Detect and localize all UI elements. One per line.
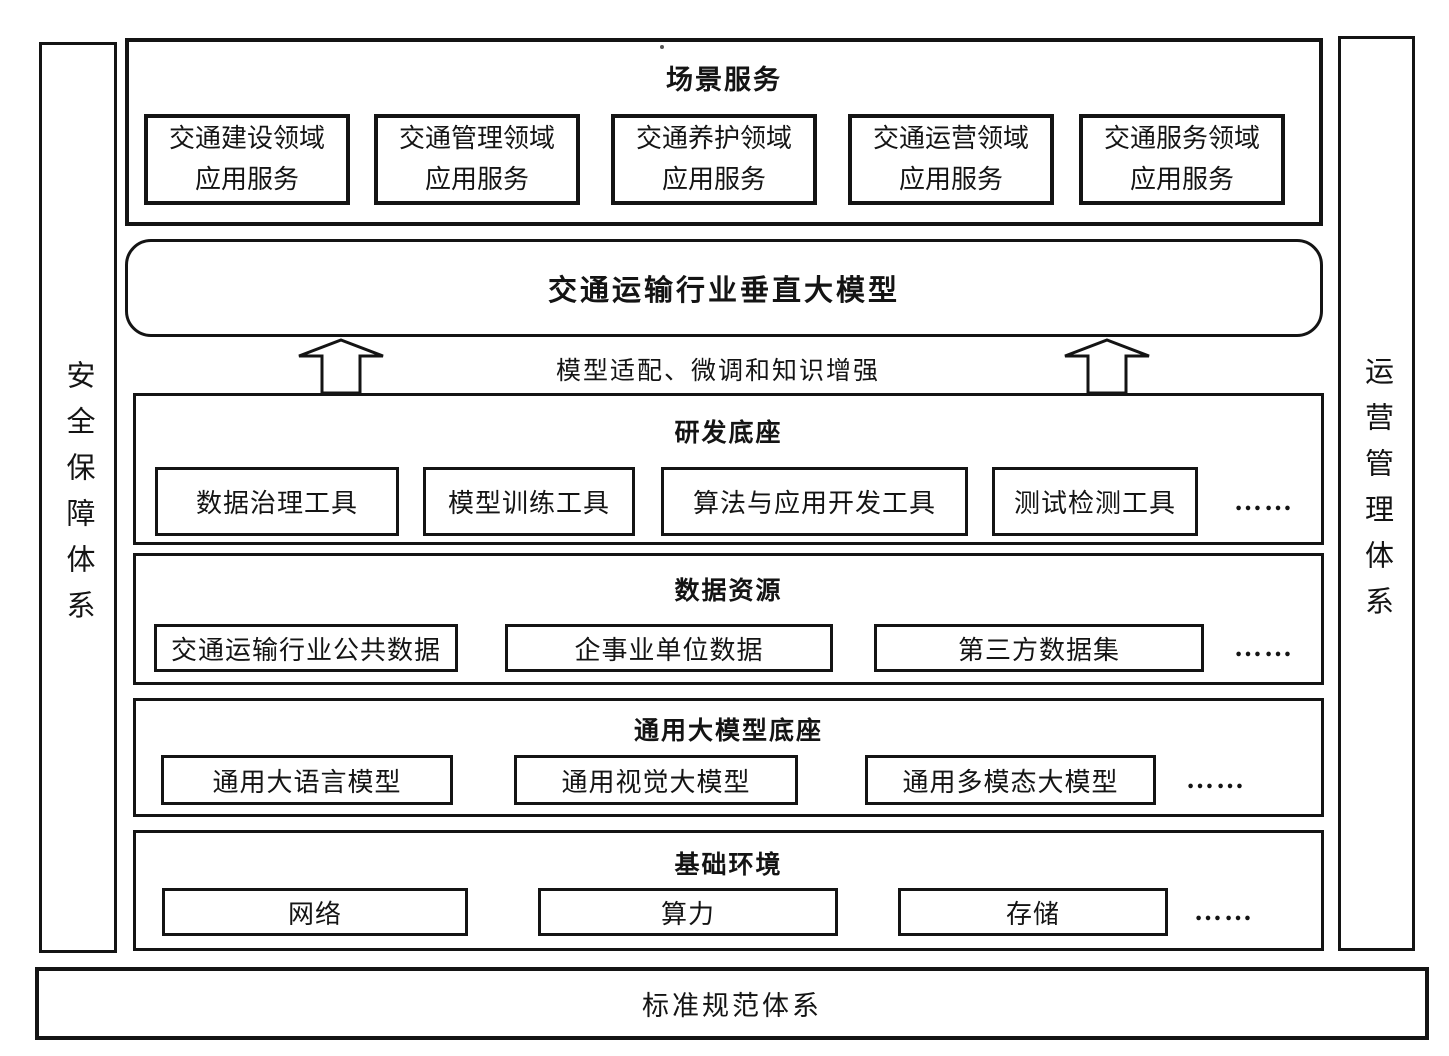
general-model-ellipsis: …… <box>1186 764 1246 795</box>
data-resources-layer: 数据资源 交通运输行业公共数据 企事业单位数据 第三方数据集 …… <box>133 553 1324 685</box>
data-resources-ellipsis: …… <box>1234 632 1294 663</box>
data-resources-title: 数据资源 <box>674 577 783 605</box>
data-box-enterprise-data: 企事业单位数据 <box>505 624 833 672</box>
rd-base-title: 研发底座 <box>674 419 783 447</box>
tool-box-testing: 测试检测工具 <box>992 467 1198 536</box>
scenario-services-title: 场景服务 <box>666 65 782 95</box>
adaptation-caption: 模型适配、微调和知识增强 <box>555 358 880 385</box>
vertical-model-box: 交通运输行业垂直大模型 <box>125 239 1323 337</box>
standards-bar-label: 标准规范体系 <box>642 991 822 1021</box>
up-arrow-left-icon <box>298 338 384 395</box>
operations-pillar-label: 运营管理体系 <box>1360 355 1393 632</box>
env-box-storage: 存储 <box>898 888 1168 936</box>
security-pillar-label: 安全保障体系 <box>62 359 94 636</box>
stray-dot <box>660 45 664 49</box>
tool-box-data-governance: 数据治理工具 <box>155 467 399 536</box>
security-pillar: 安全保障体系 <box>39 42 117 953</box>
env-box-compute: 算力 <box>538 888 838 936</box>
scenario-services-layer: 场景服务 交通建设领域 应用服务 交通管理领域 应用服务 交通养护领域 应用服务… <box>125 38 1323 226</box>
model-box-multimodal: 通用多模态大模型 <box>865 755 1156 805</box>
rd-base-ellipsis: …… <box>1234 486 1294 517</box>
scenario-box-construction: 交通建设领域 应用服务 <box>144 114 350 205</box>
scenario-box-management: 交通管理领域 应用服务 <box>374 114 580 205</box>
data-box-public-data: 交通运输行业公共数据 <box>154 624 458 672</box>
up-arrow-right-icon <box>1064 338 1150 395</box>
vertical-model-title: 交通运输行业垂直大模型 <box>547 275 900 307</box>
basic-env-ellipsis: …… <box>1194 896 1254 927</box>
rd-base-layer: 研发底座 数据治理工具 模型训练工具 算法与应用开发工具 测试检测工具 …… <box>133 393 1324 545</box>
basic-env-layer: 基础环境 网络 算力 存储 …… <box>133 830 1324 951</box>
scenario-box-operation: 交通运营领域 应用服务 <box>848 114 1054 205</box>
scenario-box-maintenance: 交通养护领域 应用服务 <box>611 114 817 205</box>
tool-box-algorithm-dev: 算法与应用开发工具 <box>661 467 968 536</box>
scenario-box-service: 交通服务领域 应用服务 <box>1079 114 1285 205</box>
tool-box-model-training: 模型训练工具 <box>423 467 635 536</box>
general-model-title: 通用大模型底座 <box>633 717 823 745</box>
model-box-vision: 通用视觉大模型 <box>514 755 798 805</box>
env-box-network: 网络 <box>162 888 468 936</box>
operations-pillar: 运营管理体系 <box>1338 36 1415 951</box>
basic-env-title: 基础环境 <box>674 851 783 879</box>
standards-bar: 标准规范体系 <box>35 967 1429 1040</box>
data-box-thirdparty-datasets: 第三方数据集 <box>874 624 1204 672</box>
general-model-layer: 通用大模型底座 通用大语言模型 通用视觉大模型 通用多模态大模型 …… <box>133 698 1324 817</box>
model-box-llm: 通用大语言模型 <box>161 755 453 805</box>
